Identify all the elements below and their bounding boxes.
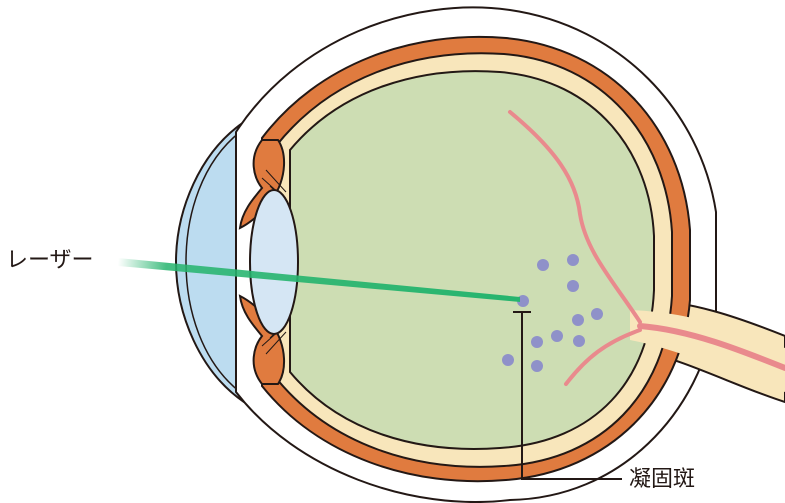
coag-spot	[531, 360, 543, 372]
lens	[250, 190, 298, 334]
laser-label: レーザー	[6, 250, 94, 272]
coag-spot	[502, 354, 514, 366]
coag-spot	[551, 330, 563, 342]
coag-spot	[591, 308, 603, 320]
coag-spot	[567, 254, 579, 266]
coag-spot	[573, 335, 585, 347]
coagulation-spot-label: 凝固斑	[629, 469, 695, 491]
coag-spot	[572, 314, 584, 326]
coag-spot	[531, 336, 543, 348]
coag-spot	[537, 259, 549, 271]
coag-spot	[567, 280, 579, 292]
